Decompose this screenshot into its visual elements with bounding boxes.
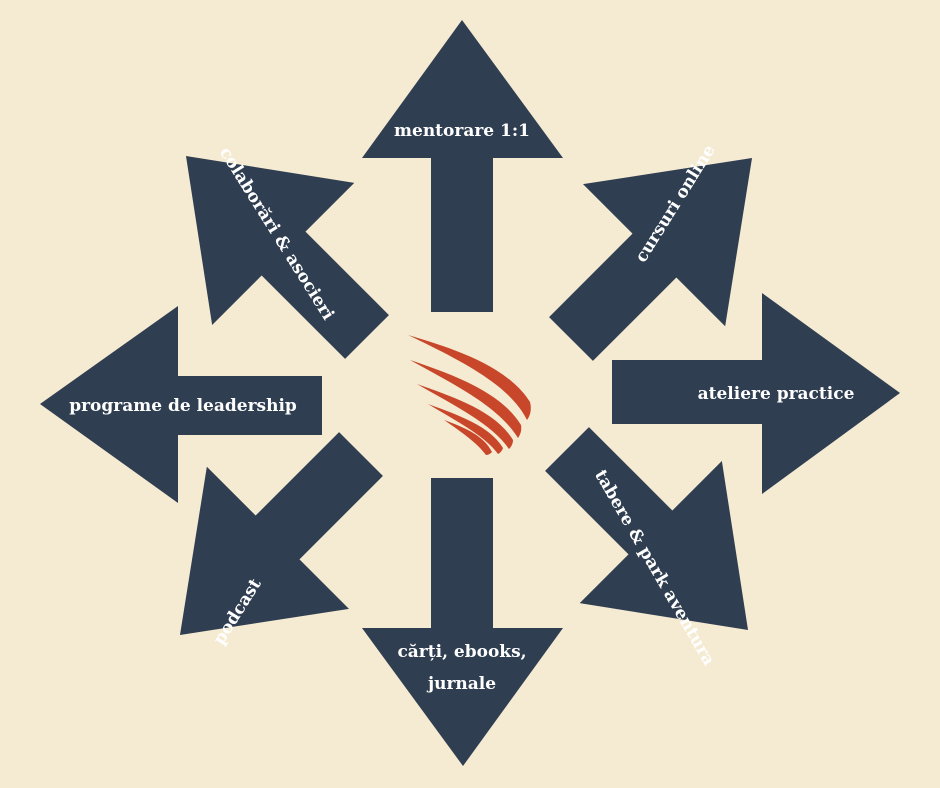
- arrow-east: ateliere practice: [612, 293, 900, 494]
- arrow-south-label-line2: jurnale: [426, 674, 496, 694]
- arrow-north-label: mentorare 1:1: [394, 121, 530, 141]
- flame-stroke-4: [428, 404, 503, 454]
- arrow-west: programe de leadership: [40, 306, 322, 503]
- arrow-north-west-shape: [185, 155, 389, 359]
- arrow-north: mentorare 1:1: [362, 20, 563, 312]
- arrow-south-east-shape: [545, 427, 749, 631]
- arrow-west-label: programe de leadership: [69, 396, 297, 416]
- arrow-north-shape: [362, 20, 563, 312]
- arrow-south-label-line1: cărți, ebooks,: [397, 642, 526, 662]
- arrow-south-shape: [362, 478, 563, 766]
- flame-stroke-5: [444, 420, 492, 455]
- arrow-south-west-shape: [179, 432, 383, 636]
- flame-stroke-1: [408, 335, 531, 420]
- arrow-south: cărți, ebooks, jurnale: [362, 478, 563, 766]
- flame-wing-icon: [408, 335, 531, 455]
- arrow-east-shape: [612, 293, 900, 494]
- arrow-east-label: ateliere practice: [698, 384, 855, 404]
- arrow-north-east-shape: [549, 157, 753, 361]
- arrow-west-shape: [40, 306, 322, 503]
